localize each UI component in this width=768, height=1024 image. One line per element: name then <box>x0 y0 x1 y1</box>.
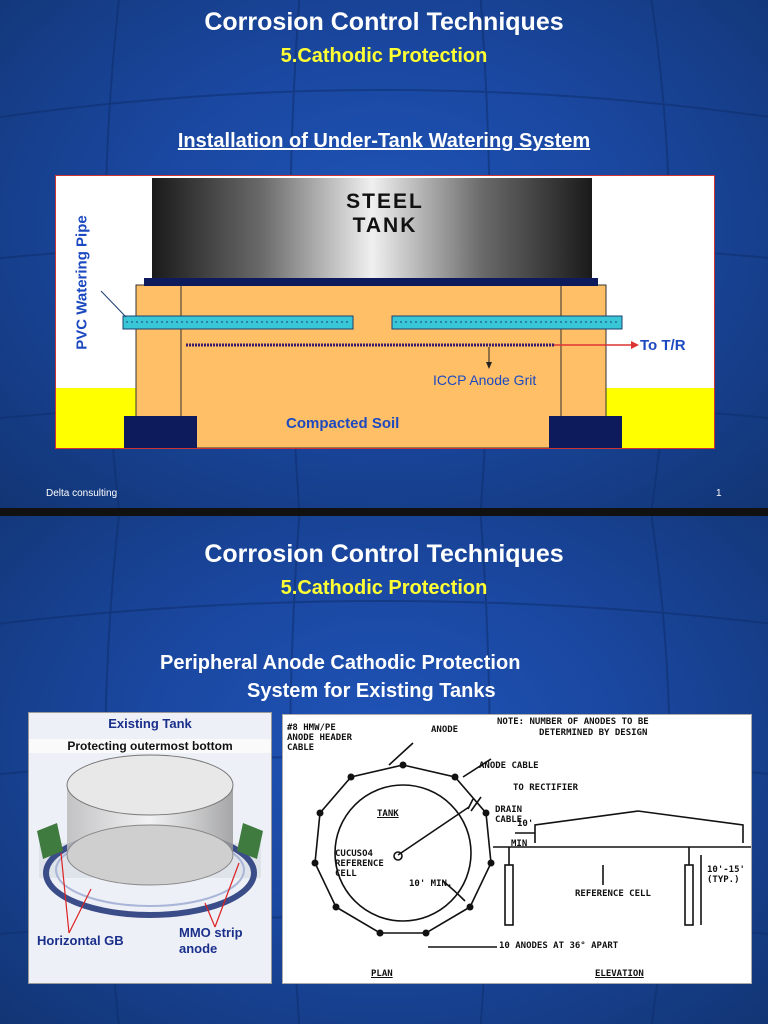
reference-cell-plan-3: CELL <box>335 869 357 879</box>
compacted-soil-label: Compacted Soil <box>286 415 400 432</box>
existing-tank-title: Existing Tank <box>108 716 192 731</box>
slide-subtitle-2: 5.Cathodic Protection <box>280 577 488 599</box>
footer-company: Delta consulting <box>46 488 118 499</box>
anodes-apart-label: 10 ANODES AT 36° APART <box>499 941 619 951</box>
anode-cable-label: ANODE CABLE <box>479 761 539 771</box>
tank-plan-label: TANK <box>377 809 399 819</box>
slide-title-2: Corrosion Control Techniques <box>204 540 564 568</box>
anode-label: ANODE <box>431 725 459 735</box>
note-line-1: NOTE: NUMBER OF ANODES TO BE <box>497 717 649 727</box>
slide-title: Corrosion Control Techniques <box>204 8 564 36</box>
depth-label-2: (TYP.) <box>707 875 740 885</box>
slide-subtitle: 5.Cathodic Protection <box>280 45 488 67</box>
mmo-anode-label-2: anode <box>179 941 218 956</box>
rectifier-label: TO RECTIFIER <box>513 783 579 793</box>
reference-cell-plan-2: REFERENCE <box>335 859 384 869</box>
header-cable-label-3: CABLE <box>287 743 315 753</box>
header-cable-label-2: ANODE HEADER <box>287 733 353 743</box>
min-distance-label: 10' MIN. <box>409 879 453 889</box>
to-tr-label: To T/R <box>640 337 686 354</box>
note-line-2: DETERMINED BY DESIGN <box>539 728 648 738</box>
anode-grit-label: ICCP Anode Grit <box>433 372 537 388</box>
drain-cable-label-1: DRAIN <box>495 805 523 815</box>
tank-3d-drawing <box>37 754 263 934</box>
pvc-pipe-label: PVC Watering Pipe <box>73 215 91 350</box>
drain-cable-label-2: CABLE <box>495 815 523 825</box>
peripheral-anode-plan-elevation: #8 HMW/PE ANODE HEADER CABLE ANODE NOTE:… <box>282 714 752 984</box>
plan-label: PLAN <box>371 969 393 979</box>
under-tank-diagram: STEEL TANK PVC Watering Pipe To T/R ICCP… <box>55 175 715 449</box>
elevation-min-label: MIN <box>511 839 528 849</box>
protect-caption: Protecting outermost bottom <box>29 739 271 753</box>
slide-2: Corrosion Control Techniques 5.Cathodic … <box>0 516 768 1024</box>
mmo-anode-label: MMO strip <box>179 925 243 940</box>
under-tank-drawing <box>56 178 714 448</box>
page-number: 1 <box>716 488 722 499</box>
reference-cell-plan-1: CUCUSO4 <box>335 849 373 859</box>
slide-1: Corrosion Control Techniques 5.Cathodic … <box>0 0 768 508</box>
tank-label-2: TANK <box>352 214 418 237</box>
peripheral-anode-3d-figure: Existing Tank Protecting outermost botto… <box>28 712 272 984</box>
reference-cell-elev-label: REFERENCE CELL <box>575 889 651 899</box>
diagram-heading-2b: System for Existing Tanks <box>247 680 496 702</box>
diagram-heading: Installation of Under-Tank Watering Syst… <box>177 130 591 152</box>
plan-elevation-drawing <box>311 742 751 948</box>
header-cable-label-1: #8 HMW/PE <box>287 723 336 733</box>
tank-label: STEEL <box>346 190 424 213</box>
horizontal-gb-label: Horizontal GB <box>37 933 124 948</box>
elevation-label: ELEVATION <box>595 969 644 979</box>
elevation-10-label: 10' <box>517 819 534 829</box>
diagram-heading-2a: Peripheral Anode Cathodic Protection <box>160 652 521 674</box>
depth-label-1: 10'-15' <box>707 865 745 875</box>
